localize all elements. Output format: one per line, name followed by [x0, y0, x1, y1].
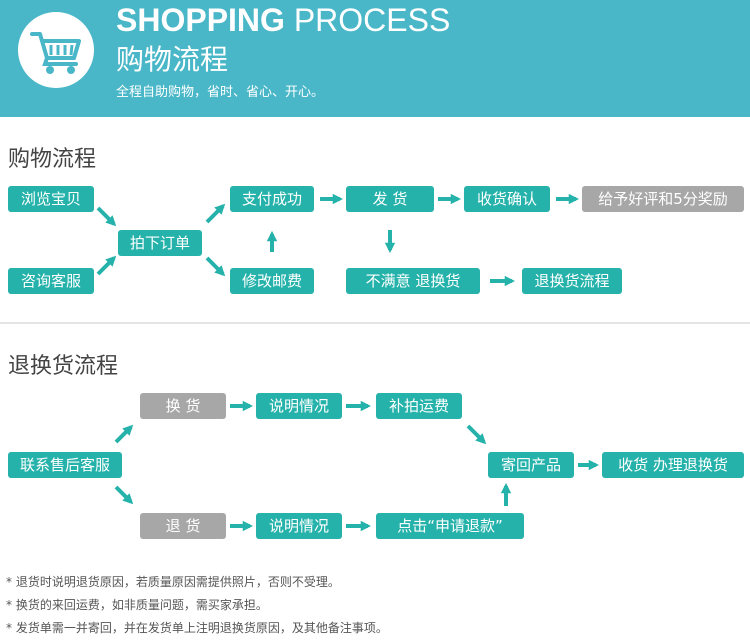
node-ship: 发 货 — [346, 186, 434, 212]
node-explain-refund: 说明情况 — [256, 513, 342, 539]
header-title-en-bold: SHOPPING — [116, 2, 285, 38]
node-send-back: 寄回产品 — [488, 452, 574, 478]
arrow-contact-to-exchange — [114, 424, 134, 444]
node-finish: 收货 办理退换货 — [602, 452, 744, 478]
returns-section-title: 退换货流程 — [8, 354, 119, 379]
arrow-repay-to-sendback — [466, 424, 487, 445]
header-title-cn: 购物流程 — [116, 43, 229, 76]
node-confirm: 收货确认 — [464, 186, 550, 212]
header-title-en: SHOPPING PROCESS — [116, 2, 450, 39]
node-unsatisfied: 不满意 退换货 — [346, 268, 480, 294]
note-line-3: * 发货单需一并寄回，并在发货单上注明退换货原因，及其他备注事项。 — [6, 621, 388, 635]
arrow-contact-to-refund — [114, 485, 134, 505]
arrow-order-to-modify — [205, 256, 226, 277]
arrow-consult-to-order — [96, 255, 117, 276]
node-repay-shipping: 补拍运费 — [376, 393, 462, 419]
node-return-flow: 退换货流程 — [522, 268, 622, 294]
node-browse: 浏览宝贝 — [8, 186, 94, 212]
section-divider — [0, 322, 750, 324]
shopping-cart-icon — [30, 32, 81, 74]
node-consult: 咨询客服 — [8, 268, 94, 294]
note-line-1: * 退货时说明退货原因，若质量原因需提供照片，否则不受理。 — [6, 575, 340, 589]
node-contact-service: 联系售后客服 — [8, 452, 122, 478]
cart-badge — [18, 12, 94, 88]
node-pay: 支付成功 — [230, 186, 314, 212]
node-review: 给予好评和5分奖励 — [582, 186, 744, 212]
node-refund: 退 货 — [140, 513, 226, 539]
arrow-order-to-pay — [205, 203, 226, 224]
node-exchange: 换 货 — [140, 393, 226, 419]
arrow-browse-to-order — [96, 206, 117, 227]
node-apply-refund: 点击“申请退款” — [376, 513, 524, 539]
shopping-section-title: 购物流程 — [8, 147, 97, 172]
node-modify-postage: 修改邮费 — [230, 268, 314, 294]
header-title-en-light: PROCESS — [284, 2, 451, 38]
node-explain-exchange: 说明情况 — [256, 393, 342, 419]
note-line-2: * 换货的来回运费，如非质量问题，需买家承担。 — [6, 598, 268, 612]
header-subtitle: 全程自助购物，省时、省心、开心。 — [116, 85, 325, 100]
header-banner: SHOPPING PROCESS 购物流程 全程自助购物，省时、省心、开心。 — [0, 0, 750, 117]
node-order: 拍下订单 — [118, 230, 202, 256]
